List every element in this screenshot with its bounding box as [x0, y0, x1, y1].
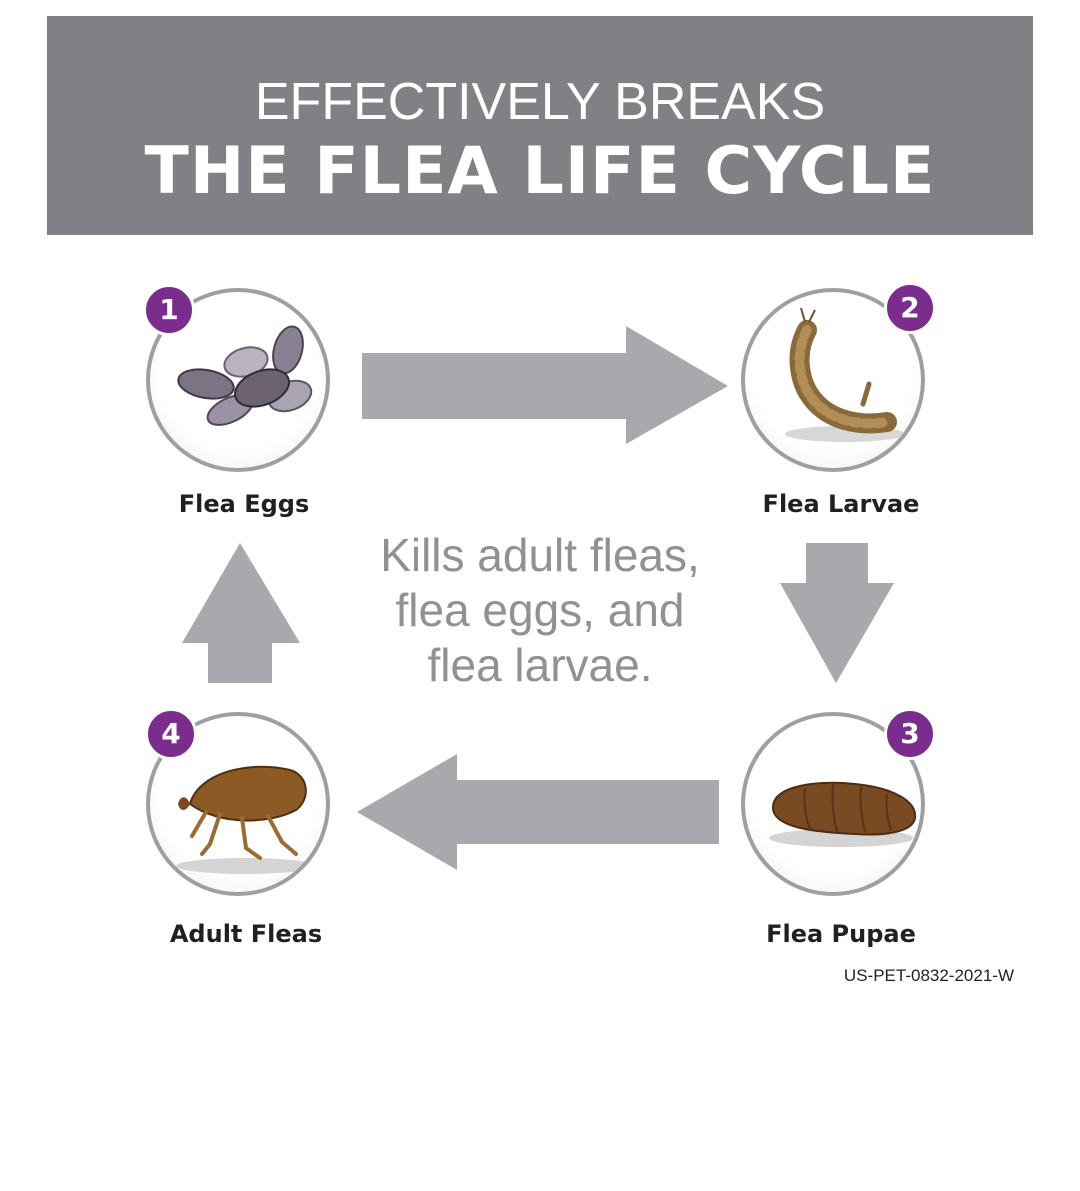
stage-label-larvae: Flea Larvae	[762, 490, 920, 518]
arrow-down-icon	[780, 543, 894, 683]
arrow-right-icon	[362, 326, 728, 444]
center-claim: Kills adult fleas, flea eggs, and flea l…	[330, 528, 750, 693]
step-badge-4: 4	[145, 708, 197, 760]
step-badge-3: 3	[884, 708, 936, 760]
center-claim-line-2: flea eggs, and	[395, 584, 685, 636]
stage-label-adult: Adult Fleas	[169, 920, 323, 948]
document-code: US-PET-0832-2021-W	[843, 966, 1014, 985]
adult-flea-image	[176, 765, 316, 874]
header-title: THE FLEA LIFE CYCLE	[144, 134, 936, 209]
flea-pupa-image	[769, 781, 917, 847]
center-claim-line-3: flea larvae.	[427, 639, 653, 691]
step-badge-2: 2	[884, 282, 936, 334]
header-subtitle: EFFECTIVELY BREAKS	[254, 73, 826, 131]
flea-eggs-image	[177, 325, 313, 426]
center-claim-line-1: Kills adult fleas,	[380, 529, 700, 581]
header-banner: EFFECTIVELY BREAKS THE FLEA LIFE CYCLE	[47, 16, 1033, 235]
arrow-up-icon	[182, 543, 300, 683]
flea-larva-image	[785, 307, 905, 442]
arrow-left-icon	[357, 754, 719, 870]
flea-eggs-circle	[146, 288, 330, 472]
step-badge-1: 1	[143, 284, 195, 336]
stage-label-pupae: Flea Pupae	[766, 920, 916, 948]
stage-label-eggs: Flea Eggs	[178, 490, 310, 518]
